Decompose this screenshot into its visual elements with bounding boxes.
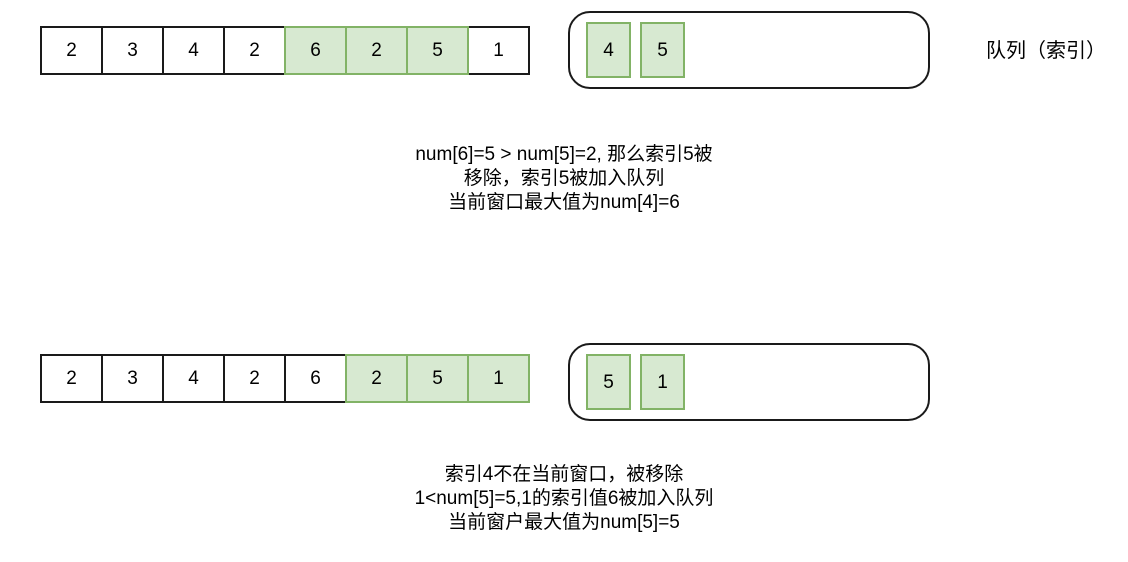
array-cell: 2 [40,26,103,75]
caption-line: 1<num[5]=5,1的索引值6被加入队列 [414,488,714,509]
array-cell: 2 [40,354,103,403]
caption-step-1: num[6]=5 > num[5]=2, 那么索引5被 移除，索引5被加入队列 … [0,143,1128,215]
array-cell: 4 [162,26,225,75]
array-strip-step-2: 2 3 4 2 6 2 5 1 [40,354,530,403]
array-cell: 6 [284,354,347,403]
caption-line: 当前窗户最大值为num[5]=5 [448,512,680,533]
array-cell-highlighted: 6 [284,26,347,75]
array-cell: 3 [101,26,164,75]
array-strip-step-1: 2 3 4 2 6 2 5 1 [40,26,530,75]
caption-line: num[6]=5 > num[5]=2, 那么索引5被 [415,144,713,165]
array-cell-highlighted: 2 [345,354,408,403]
array-cell: 1 [467,26,530,75]
caption-step-2: 索引4不在当前窗口，被移除 1<num[5]=5,1的索引值6被加入队列 当前窗… [0,463,1128,535]
array-cell: 3 [101,354,164,403]
queue-cell: 4 [586,22,631,78]
array-cell: 4 [162,354,225,403]
queue-box-step-1: 4 5 [568,11,930,89]
array-cell-highlighted: 5 [406,354,469,403]
array-cell: 2 [223,26,286,75]
queue-legend-label: 队列（索引） [986,40,1106,62]
queue-cell: 1 [640,354,685,410]
queue-cell: 5 [640,22,685,78]
array-cell-highlighted: 2 [345,26,408,75]
queue-cell: 5 [586,354,631,410]
array-cell-highlighted: 1 [467,354,530,403]
caption-line: 移除，索引5被加入队列 [463,168,665,189]
caption-line: 当前窗口最大值为num[4]=6 [448,192,680,213]
array-cell-highlighted: 5 [406,26,469,75]
caption-line: 索引4不在当前窗口，被移除 [444,464,684,485]
array-cell: 2 [223,354,286,403]
queue-box-step-2: 5 1 [568,343,930,421]
